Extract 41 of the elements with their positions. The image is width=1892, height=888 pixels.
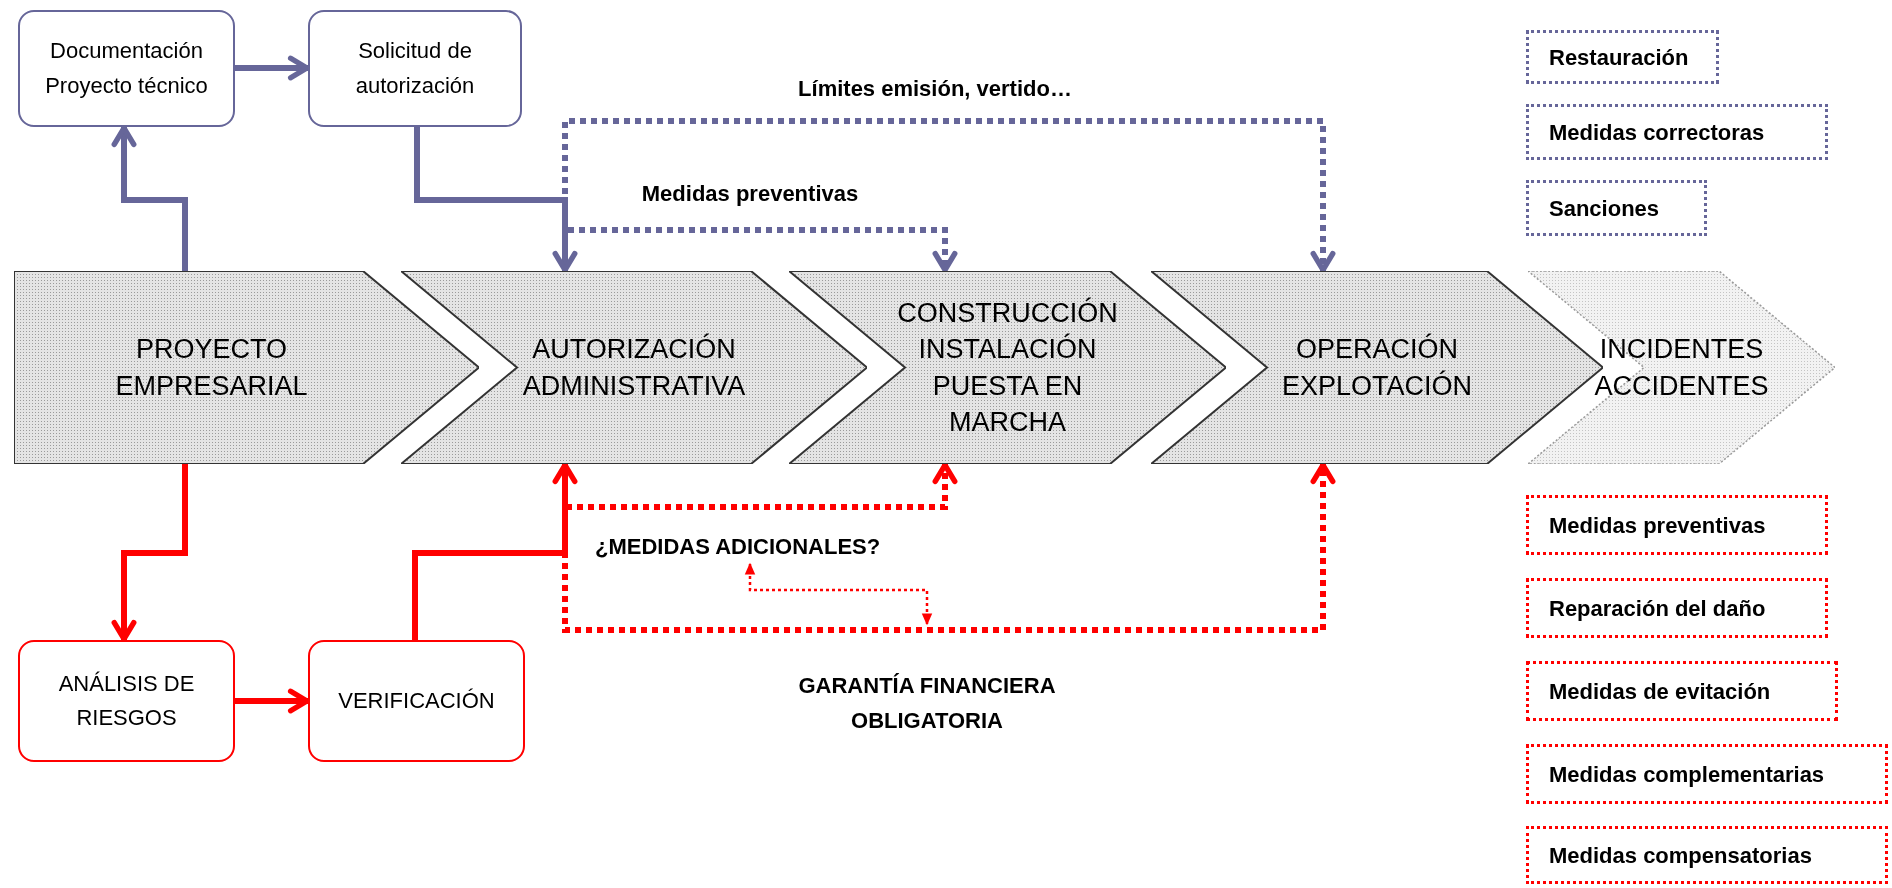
chevron-step (401, 271, 867, 464)
measure-box (1526, 661, 1838, 721)
box-label: ANÁLISIS DE RIESGOS (57, 669, 196, 732)
arrow (111, 125, 188, 271)
step-label: OPERACIÓN EXPLOTACIÓN (1280, 332, 1473, 403)
measure-box (1526, 578, 1828, 638)
measure-box (1526, 104, 1828, 160)
arrow (744, 562, 933, 626)
arrow (235, 688, 310, 714)
chevron-step (1528, 271, 1835, 464)
box-label: Medidas compensatorias (1549, 841, 1812, 870)
arrow (111, 464, 188, 642)
step-label: AUTORIZACIÓN ADMINISTRATIVA (521, 332, 747, 403)
box-label: Reparación del daño (1549, 594, 1766, 623)
box-label: Medidas de evitación (1549, 677, 1771, 706)
measure-box (1526, 180, 1707, 236)
box-label: Restauración (1549, 43, 1689, 72)
process-box (18, 10, 235, 127)
box-label: Medidas complementarias (1549, 760, 1825, 789)
measure-box (1526, 744, 1888, 804)
chevron-step (789, 271, 1226, 464)
chevron-step (14, 271, 479, 464)
step-label: INCIDENTES ACCIDENTES (1593, 333, 1770, 403)
note-text: GARANTÍA FINANCIERA OBLIGATORIA (797, 672, 1057, 736)
arrow (562, 118, 1336, 273)
box-label: Documentación Proyecto técnico (44, 37, 209, 100)
box-label: Medidas preventivas (1549, 511, 1766, 540)
step-label: CONSTRUCCIÓN INSTALACIÓN PUESTA EN MARCHA (896, 296, 1119, 439)
box-label: VERIFICACIÓN (338, 686, 495, 715)
box-label: Sanciones (1549, 194, 1660, 223)
process-box (308, 640, 525, 762)
measure-box (1526, 826, 1888, 884)
note-text: ¿MEDIDAS ADICIONALES? (595, 532, 881, 561)
box-label: Solicitud de autorización (354, 37, 476, 100)
arrow (235, 55, 310, 81)
measure-box (1526, 30, 1719, 84)
box-label: Medidas correctoras (1549, 118, 1765, 147)
process-box (308, 10, 522, 127)
process-box (18, 640, 235, 762)
measure-box (1526, 495, 1828, 555)
step-label: PROYECTO EMPRESARIAL (114, 333, 309, 403)
